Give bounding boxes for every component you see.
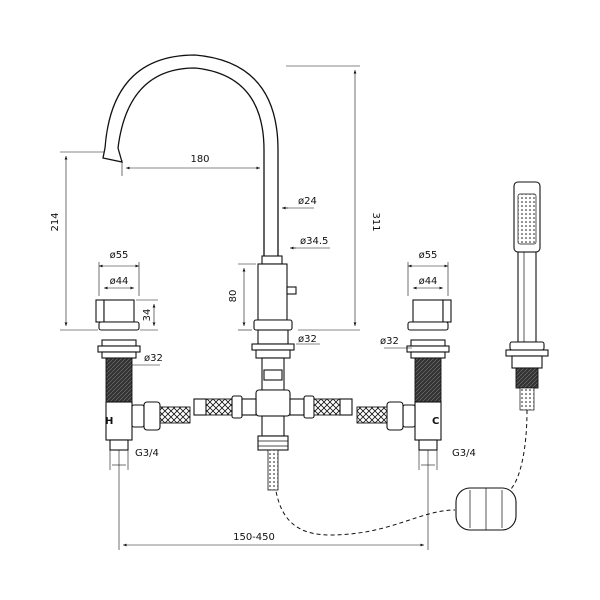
spout-body xyxy=(102,54,297,451)
cold-mark: C xyxy=(432,416,439,427)
cross-connector xyxy=(193,395,353,419)
dim-right-handle-dia-44: ø44 xyxy=(419,276,438,287)
hot-mark: H xyxy=(105,416,113,427)
dim-body-height: 311 xyxy=(370,212,381,231)
dim-right-handle-dia-55: ø55 xyxy=(419,250,438,261)
dim-right-thread: G3/4 xyxy=(452,448,476,459)
dim-left-handle-dia-44: ø44 xyxy=(110,276,129,287)
dim-body-height-80: 80 xyxy=(228,290,239,303)
dim-spout-height: 214 xyxy=(50,212,61,231)
dim-spout-tip-dia: ø24 xyxy=(298,196,317,207)
hose-tail xyxy=(267,449,279,491)
dim-left-shank-dia: ø32 xyxy=(144,353,163,364)
dim-right-shank-dia: ø32 xyxy=(380,336,399,347)
hand-shower xyxy=(505,181,549,411)
cold-valve xyxy=(356,299,452,451)
dim-body-dia: ø34.5 xyxy=(300,236,328,247)
dim-left-handle-height: 34 xyxy=(142,309,153,322)
dim-spout-reach: 180 xyxy=(190,154,209,165)
hose-weight xyxy=(455,487,517,531)
hot-valve xyxy=(95,299,191,451)
dim-left-handle-dia-55: ø55 xyxy=(110,250,129,261)
dim-left-thread: G3/4 xyxy=(135,448,159,459)
dimension-lines xyxy=(60,65,449,550)
dim-body-base-dia: ø32 xyxy=(298,334,317,345)
dim-centres: 150-450 xyxy=(233,532,275,543)
shower-hose-upper xyxy=(509,409,528,491)
